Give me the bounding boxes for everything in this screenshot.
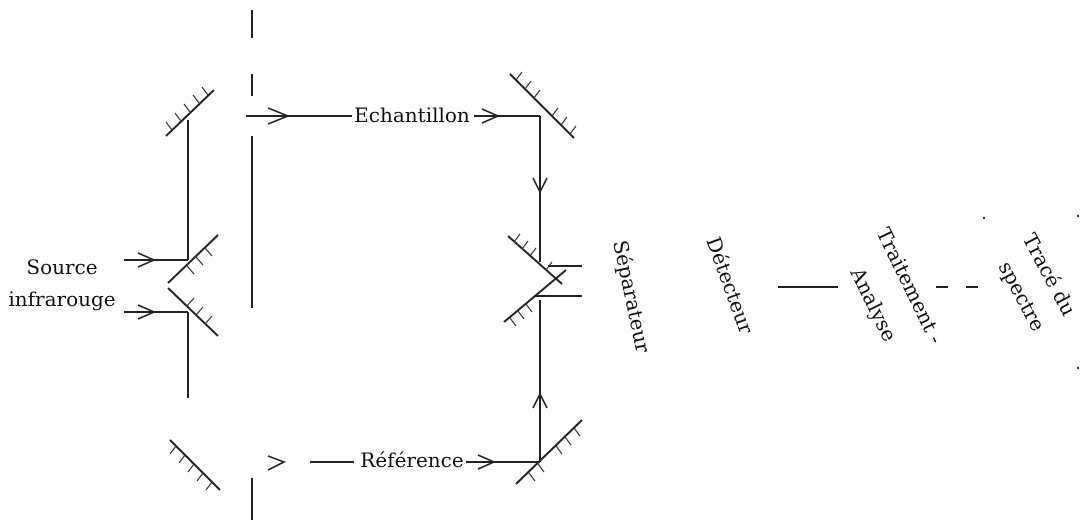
source-label-line1: Source (26, 255, 97, 279)
dot-3 (1076, 366, 1080, 370)
splitter-mirror-lower (167, 287, 219, 337)
recombiner-mirror-lower (503, 269, 567, 327)
input-beam-upper (124, 252, 188, 268)
dot-2 (1076, 214, 1080, 218)
separator-text: Séparateur (608, 238, 655, 355)
reference-label: Référence (360, 448, 463, 472)
recombiner-mirror-upper (507, 233, 563, 285)
reference-up-beam (532, 300, 548, 462)
dot-1 (982, 216, 986, 220)
detector-label: Détecteur (701, 234, 758, 338)
mirror-top-left (165, 86, 215, 137)
splitter-mirror-upper (167, 234, 219, 284)
reference-path: Référence (267, 448, 540, 472)
source-label-line2: infrarouge (8, 287, 115, 311)
mirror-top-right (509, 71, 577, 139)
separator-label: Séparateur (608, 238, 655, 355)
mirror-bottom-right (515, 419, 583, 485)
sample-path: Echantillon (246, 103, 540, 127)
source-label: Source infrarouge (8, 255, 115, 311)
sample-down-beam (532, 116, 548, 262)
output-beams (534, 265, 582, 297)
input-beam-lower (124, 304, 188, 320)
detector-text: Détecteur (701, 234, 758, 338)
mirror-bottom-left (169, 439, 221, 491)
sample-label: Echantillon (354, 103, 470, 127)
